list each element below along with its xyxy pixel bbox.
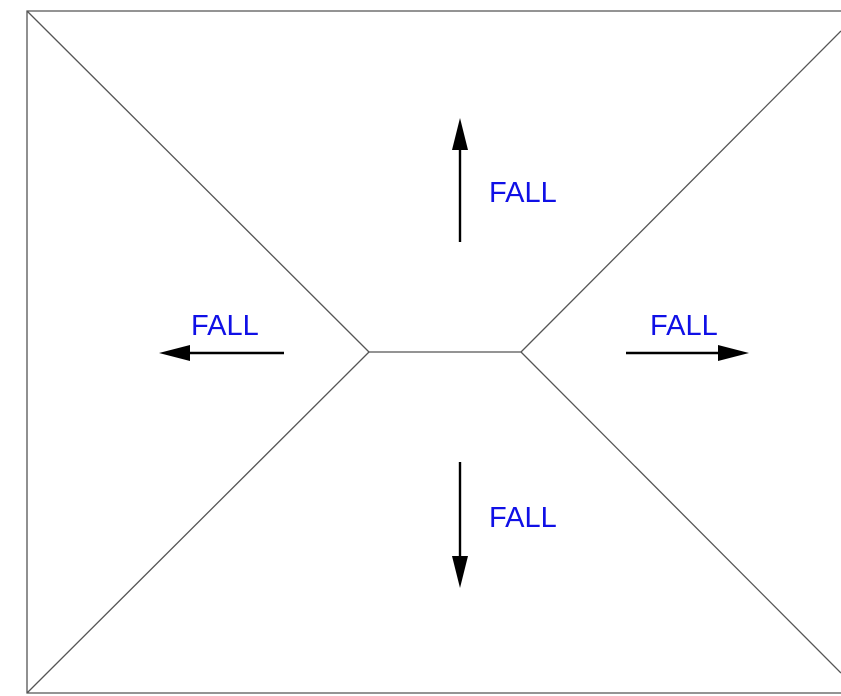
fall-label-north: FALL — [489, 177, 557, 209]
hip-line-top-right — [520, 30, 841, 353]
roof-outline — [26, 10, 841, 694]
fall-arrow-north — [452, 118, 468, 242]
fall-arrow-west — [159, 345, 284, 361]
fall-arrow-east — [626, 345, 749, 361]
fall-label-east: FALL — [650, 310, 718, 342]
arrow-head-up — [452, 118, 468, 150]
fall-arrow-south — [452, 462, 468, 588]
arrow-head-down — [452, 556, 468, 588]
fall-label-south: FALL — [489, 502, 557, 534]
hip-line-bottom-right — [520, 351, 841, 674]
arrow-head-left — [159, 345, 190, 361]
hip-line-top-left — [26, 10, 370, 353]
hip-line-bottom-left — [26, 351, 370, 694]
arrow-head-right — [718, 345, 749, 361]
fall-label-west: FALL — [191, 310, 259, 342]
